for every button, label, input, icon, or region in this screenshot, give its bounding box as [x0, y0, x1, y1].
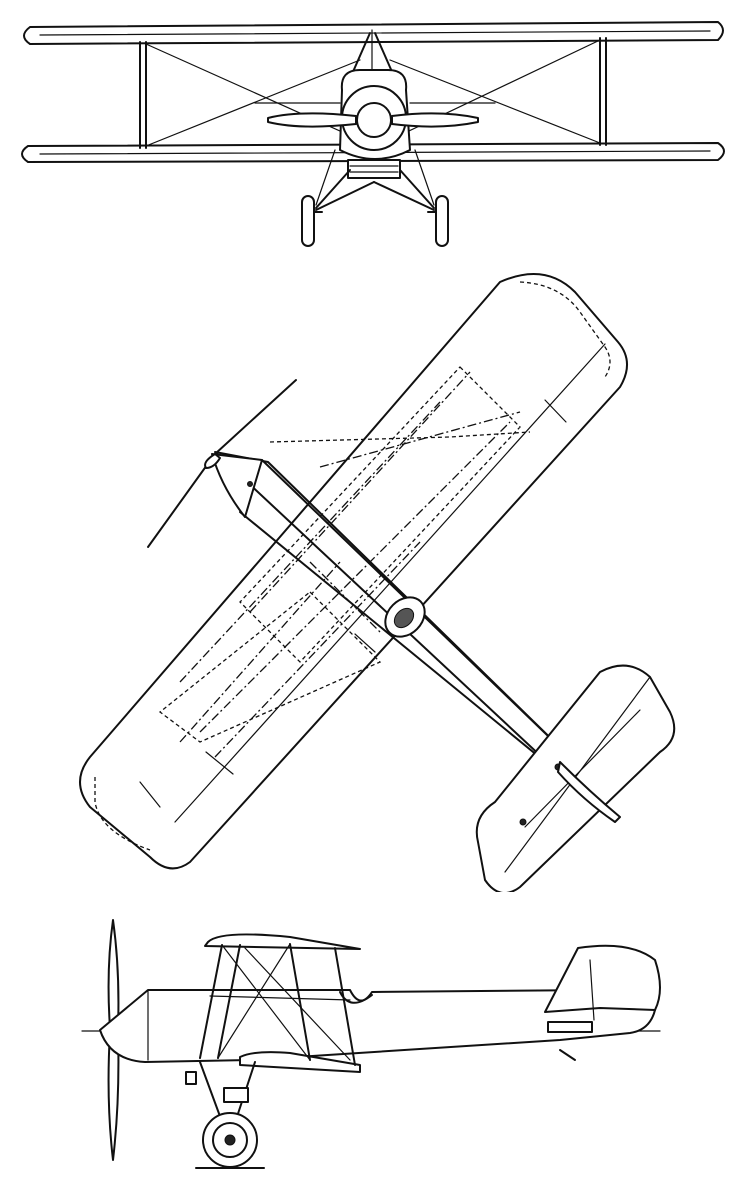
upper-wing	[23, 21, 724, 45]
bracing-wires	[145, 39, 601, 147]
front-view	[0, 0, 750, 260]
plan-view-drawing	[79, 273, 676, 892]
wheels	[301, 195, 449, 247]
undercarriage	[315, 149, 435, 211]
upper-wing-side	[204, 933, 361, 950]
wheel-side	[195, 1112, 265, 1169]
lower-wing-side	[239, 1051, 361, 1073]
propeller-plan	[147, 379, 297, 548]
front-view-drawing	[21, 21, 725, 247]
interplane-struts-side	[199, 943, 356, 1066]
fuselage-front	[339, 69, 411, 160]
radiator	[347, 159, 401, 179]
propeller	[267, 112, 479, 128]
fin-rudder	[544, 944, 661, 1061]
side-view	[0, 900, 750, 1189]
cockpit	[384, 596, 426, 638]
plan-view	[0, 262, 750, 892]
interplane-struts	[139, 37, 607, 149]
internal-structure	[158, 366, 531, 758]
rudder	[557, 761, 621, 823]
side-view-drawing	[81, 919, 661, 1169]
